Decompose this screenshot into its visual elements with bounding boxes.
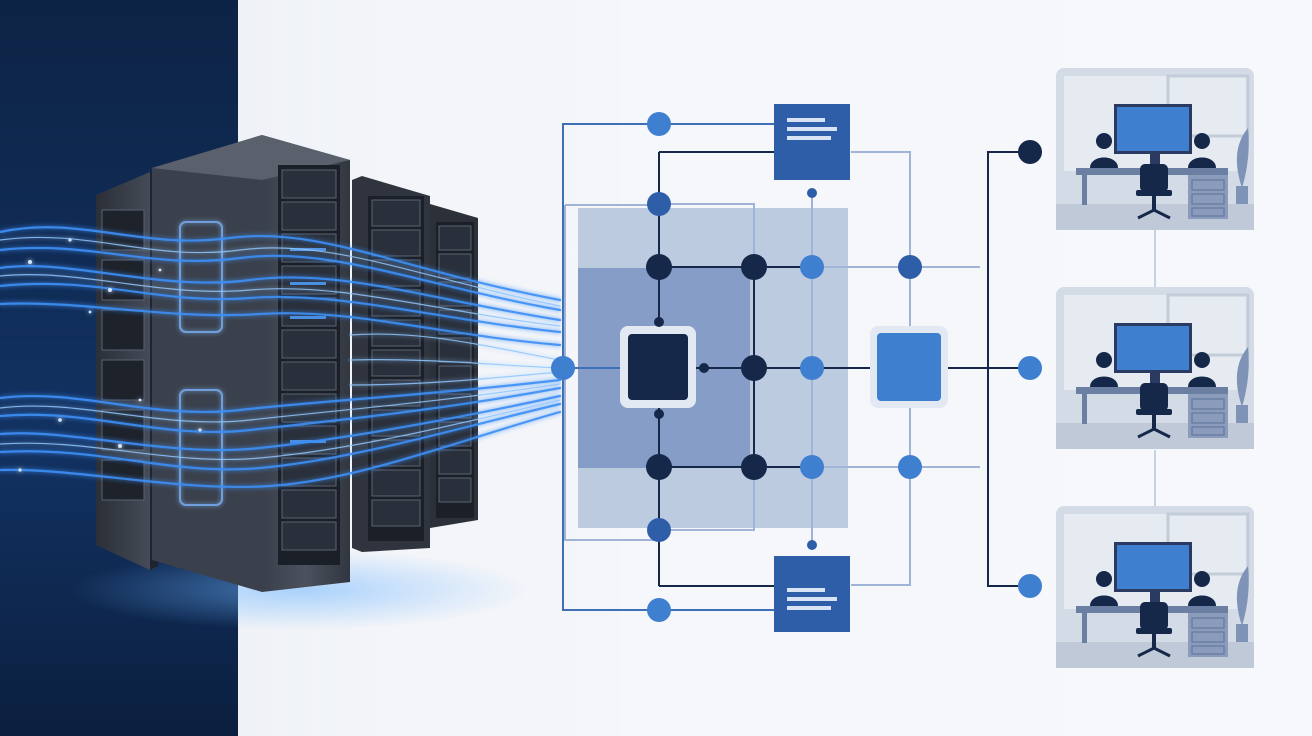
office-card-1: [1056, 68, 1254, 230]
person-icon: [1096, 352, 1112, 368]
person-icon: [1194, 133, 1210, 149]
data-stream-lines: [0, 226, 562, 489]
person-icon: [1096, 133, 1112, 149]
central-hub-node: [620, 326, 696, 408]
document-block-bottom: [774, 556, 850, 632]
office-workstation-icon: [1056, 68, 1254, 668]
chair-icon: [1140, 602, 1168, 630]
office-card-3: [1056, 506, 1254, 668]
office-card-2: [1056, 287, 1254, 449]
person-icon: [1096, 571, 1112, 587]
network-nodes: [551, 112, 1042, 622]
person-icon: [1194, 571, 1210, 587]
secondary-hub-node: [870, 326, 948, 408]
server-rack-icon: [96, 135, 478, 592]
main-rack-units: [278, 165, 340, 565]
chair-icon: [1140, 164, 1168, 192]
chair-icon: [1140, 383, 1168, 411]
document-block-top: [774, 104, 850, 180]
person-icon: [1194, 352, 1210, 368]
network-diagram-icon: [551, 104, 1156, 632]
